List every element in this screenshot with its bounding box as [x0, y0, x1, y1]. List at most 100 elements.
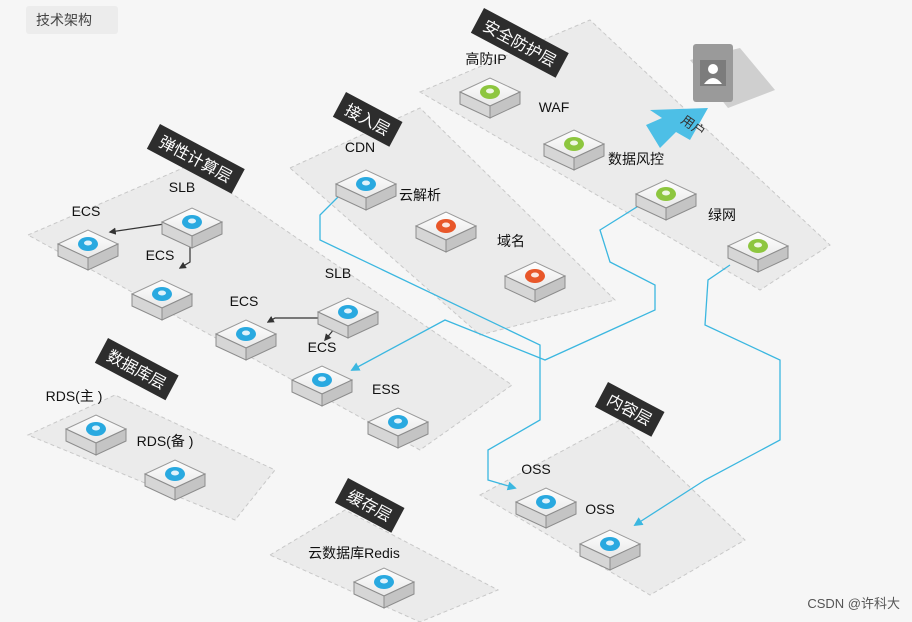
node-rds1[interactable]: RDS(主 ): [46, 388, 128, 456]
balancer-icon-glyph: [188, 218, 196, 224]
link-green-to-oss2: [633, 264, 781, 526]
tile-side-right: [573, 143, 605, 171]
tile-side-right: [445, 225, 477, 253]
link-risk-to-ecs4: [350, 204, 656, 371]
balancer-icon-glyph: [344, 308, 352, 314]
layer-banner: [332, 92, 403, 147]
node-ess[interactable]: ESS: [366, 381, 430, 449]
redis-icon-glyph: [380, 578, 388, 584]
tile-side-right: [665, 193, 697, 221]
node-label: OSS: [521, 461, 551, 477]
globe-icon-glyph: [531, 272, 539, 278]
tile-side-right: [609, 543, 641, 571]
node-label: WAF: [539, 99, 570, 115]
tile-side-right: [534, 275, 566, 303]
tile-side-right: [174, 473, 206, 501]
node-label: 绿网: [708, 207, 736, 223]
scaling-icon-glyph: [394, 418, 402, 424]
tile-side-right: [383, 581, 415, 609]
node-label: 域名: [497, 233, 525, 249]
layer-banner: [94, 338, 179, 401]
node-label: ECS: [146, 247, 175, 263]
tile-side-right: [321, 379, 353, 407]
node-label: 云解析: [399, 187, 441, 203]
watermark: CSDN @许科大: [807, 596, 900, 611]
node-cdn[interactable]: CDN: [334, 139, 398, 211]
shield-icon-glyph: [662, 190, 670, 196]
tile-side-right: [347, 311, 379, 339]
cloud-server-icon-glyph: [158, 290, 166, 296]
node-label: ECS: [72, 203, 101, 219]
security-platform: [418, 19, 831, 291]
node-dns[interactable]: 云解析: [399, 187, 478, 253]
node-oss1[interactable]: OSS: [514, 461, 578, 529]
cloud-server-icon-glyph: [242, 330, 250, 336]
node-label: SLB: [325, 265, 351, 281]
hub-icon-glyph: [362, 180, 370, 186]
database-icon-glyph: [92, 425, 100, 431]
database-icon-glyph: [171, 470, 179, 476]
node-ecs3[interactable]: ECS: [214, 293, 278, 361]
node-ecs4[interactable]: ECS: [290, 339, 354, 407]
node-ecs1[interactable]: ECS: [56, 203, 120, 271]
node-risk[interactable]: 数据风控: [608, 151, 698, 221]
layer-label-database: 数据库层: [94, 338, 179, 401]
node-waf[interactable]: WAF: [539, 99, 606, 171]
node-ecs2[interactable]: ECS: [130, 247, 194, 321]
storage-icon-glyph: [606, 540, 614, 546]
user-arrow: [646, 108, 708, 148]
tile-side-right: [245, 333, 277, 361]
user-icon: [708, 64, 718, 74]
layer-banner: [146, 124, 245, 194]
page-title: 技术架构: [26, 6, 118, 34]
bug-shield-icon-glyph: [570, 140, 578, 146]
node-domain[interactable]: 域名: [497, 233, 567, 303]
layer-banner: [594, 382, 665, 437]
link-slb2-to-ecs3: [266, 316, 325, 323]
database-platform: [26, 394, 276, 521]
node-label: RDS(主 ): [46, 388, 103, 404]
layer-platforms: [26, 19, 831, 622]
node-slb1[interactable]: SLB: [160, 179, 224, 249]
tile-side-right: [757, 245, 789, 273]
node-label: ECS: [308, 339, 337, 355]
storage-icon-glyph: [542, 498, 550, 504]
tile-side-right: [365, 183, 397, 211]
tile-side-right: [87, 243, 119, 271]
layer-banner: [334, 478, 405, 533]
tile-side-right: [545, 501, 577, 529]
tile-side-right: [95, 428, 127, 456]
node-label: OSS: [585, 501, 615, 517]
node-oss2[interactable]: OSS: [578, 501, 642, 571]
layer-banner: [470, 8, 569, 78]
cloud-server-icon-glyph: [84, 240, 92, 246]
node-rds2[interactable]: RDS(备 ): [137, 433, 207, 501]
node-label: RDS(备 ): [137, 433, 194, 449]
dns-icon-glyph: [442, 222, 450, 228]
link-cdn-to-oss1: [319, 189, 541, 491]
node-label: 高防IP: [465, 51, 506, 67]
tile-side-right: [191, 221, 223, 249]
node-label: ECS: [230, 293, 259, 309]
tile-side-right: [489, 91, 521, 119]
user-body-icon: [704, 78, 722, 84]
user-figure: 用户: [678, 44, 775, 139]
network-icon-glyph: [754, 242, 762, 248]
node-label: 数据风控: [608, 151, 664, 167]
tile-side-right: [161, 293, 193, 321]
node-redis[interactable]: 云数据库Redis: [308, 545, 416, 609]
tile-side-right: [397, 421, 429, 449]
node-label: SLB: [169, 179, 195, 195]
node-green[interactable]: 绿网: [708, 207, 790, 273]
node-slb2[interactable]: SLB: [316, 265, 380, 339]
node-label: CDN: [345, 139, 375, 155]
gear-icon-glyph: [486, 88, 494, 94]
compute-platform: [26, 164, 513, 451]
node-label: ESS: [372, 381, 400, 397]
node-label: 云数据库Redis: [308, 545, 400, 561]
node-gaofang[interactable]: 高防IP: [458, 51, 522, 119]
cloud-server-icon-glyph: [318, 376, 326, 382]
connection-lines: [108, 108, 781, 526]
